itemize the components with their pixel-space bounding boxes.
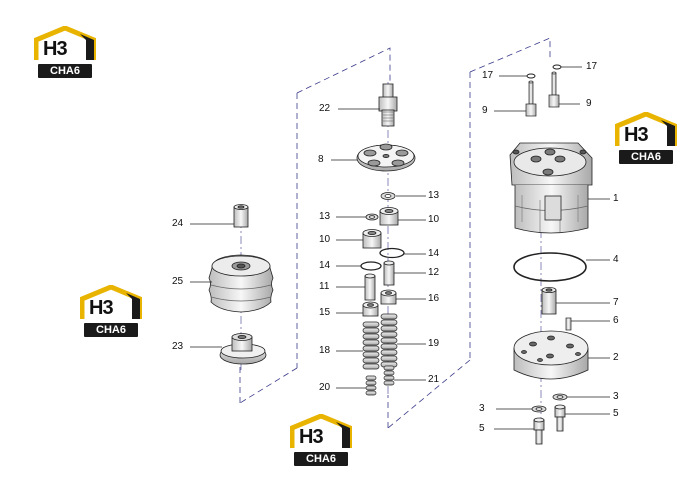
logo-mark: H3 [624,124,649,146]
callout-10: 10 [319,234,331,245]
logo-mark: H3 [43,38,68,60]
part-14-oring-right [379,247,405,259]
callout-11: 11 [319,281,330,292]
callout-23: 23 [172,341,184,352]
assembly-frame-right [387,37,551,429]
callout-17: 17 [586,61,598,72]
callout-3: 3 [613,391,619,402]
part-9-push-rod-right [548,71,560,108]
part-4-oring-large [513,252,587,282]
logo-roof-icon [34,26,96,60]
part-20-spring-small-left [365,375,377,396]
leader-lines [190,66,610,430]
callout-18: 18 [319,345,331,356]
part-14-oring-left [360,261,382,271]
part-9-push-rod-left [525,80,537,117]
part-3-washer-right [552,393,568,401]
callout-14: 14 [319,260,331,271]
watermark-logo: H3 CHA6 [290,414,352,470]
part-8-spring-plate [356,143,416,172]
part-6-pin [565,317,572,331]
callout-12: 12 [428,267,440,278]
part-18-spring-left [362,321,380,370]
part-11-plunger [364,273,376,301]
callout-9: 9 [586,98,592,109]
logo-mark: H3 [89,297,114,319]
part-12-plunger [383,260,395,286]
logo-tag: CHA6 [619,150,673,164]
logo-roof-icon [80,285,142,319]
part-5-bolt-left [533,417,545,445]
callout-5: 5 [613,408,619,419]
part-15-spool-left [362,301,379,317]
watermark-logo: H3 CHA6 [80,285,142,341]
callout-17: 17 [482,70,494,81]
logo-roof-icon [290,414,352,448]
callout-3: 3 [479,403,485,414]
callout-9: 9 [482,105,488,116]
logo-tag: CHA6 [84,323,138,337]
part-7-bushing [541,286,557,315]
callout-6: 6 [613,315,619,326]
callout-25: 25 [172,276,184,287]
callout-4: 4 [613,254,619,265]
callout-10: 10 [428,214,440,225]
part-19-spring-right [380,313,398,368]
part-1-casing [509,142,593,234]
part-10-spring-seat-left [362,229,382,249]
callout-16: 16 [428,293,440,304]
part-13-washer-top [380,192,396,200]
part-3-washer-left [531,405,547,413]
logo-mark: H3 [299,426,324,448]
part-2-plate [513,330,589,380]
watermark-logo: H3 CHA6 [34,26,96,82]
callout-22: 22 [319,103,331,114]
part-13-washer-left [365,213,379,221]
part-17-oring-right [552,64,562,70]
watermark-logo: H3 CHA6 [615,112,677,168]
part-16-spool-right [380,289,397,305]
callout-5: 5 [479,423,485,434]
callout-8: 8 [318,154,324,165]
logo-roof-icon [615,112,677,146]
part-22-adjust-screw [378,83,398,127]
callout-19: 19 [428,338,440,349]
part-25-boot [208,254,274,313]
callout-20: 20 [319,382,331,393]
callout-1: 1 [613,193,619,204]
callout-15: 15 [319,307,331,318]
part-21-spring-small-right [383,365,395,386]
part-24-nut [233,204,249,228]
callout-21: 21 [428,374,440,385]
logo-tag: CHA6 [294,452,348,466]
logo-tag: CHA6 [38,64,92,78]
callout-13: 13 [428,190,440,201]
callout-13: 13 [319,211,331,222]
part-5-bolt-right [554,404,566,432]
part-17-oring-left [526,73,536,79]
callout-2: 2 [613,352,619,363]
callout-7: 7 [613,297,619,308]
callout-14: 14 [428,248,440,259]
callout-24: 24 [172,218,184,229]
part-10-spring-seat-right [379,207,399,226]
part-23-cam [219,333,267,365]
